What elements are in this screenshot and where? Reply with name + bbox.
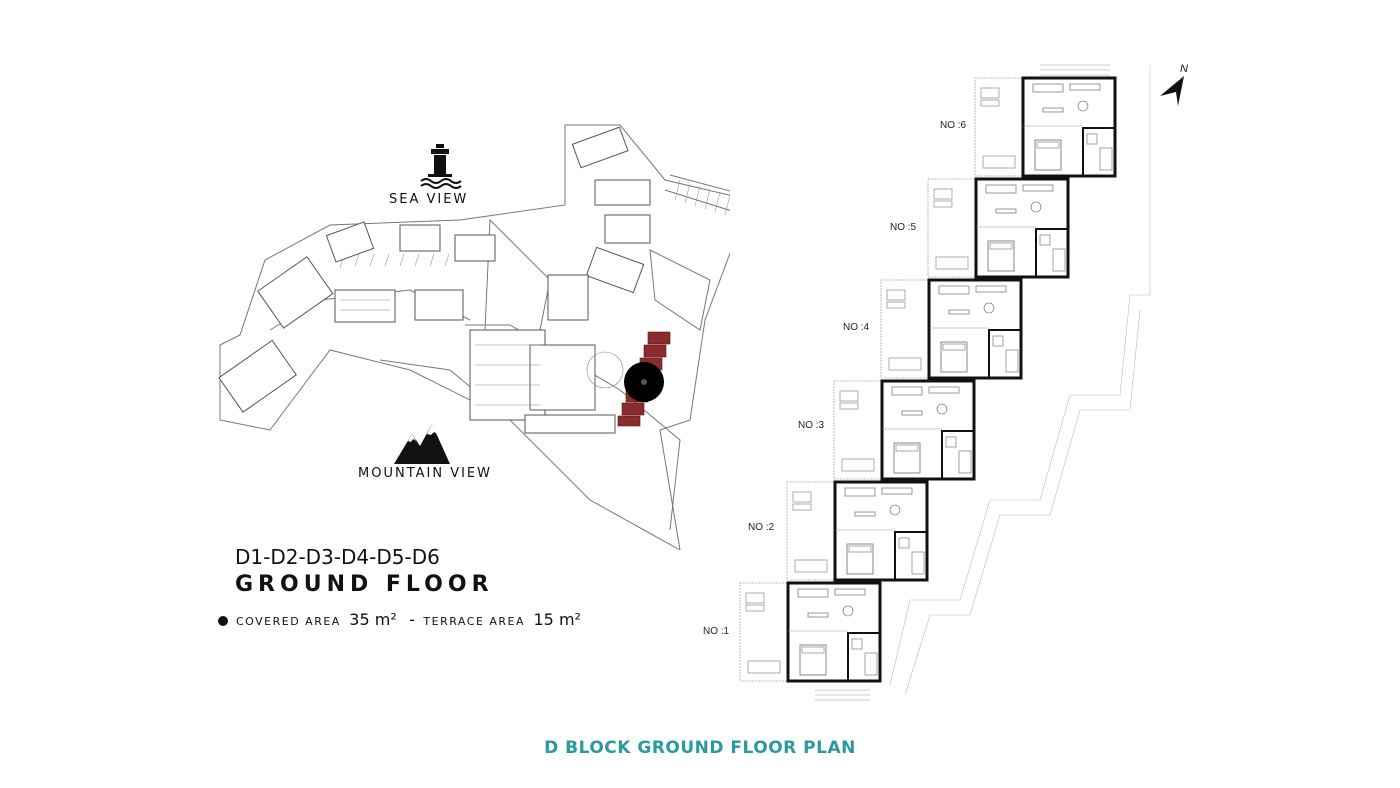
unit-label-3: NO :3 — [798, 420, 825, 431]
mountain-view-label: MOUNTAIN VIEW — [358, 466, 492, 481]
unit-5 — [927, 177, 1070, 279]
covered-area-label: covered area — [236, 615, 341, 628]
plan-title: D BLOCK GROUND FLOOR PLAN — [544, 738, 856, 758]
mountain-icon — [394, 424, 450, 464]
unit-3 — [833, 379, 976, 481]
area-summary: covered area 35 m² - terrace area 15 m² — [218, 610, 585, 629]
unit-label-1: NO :1 — [703, 626, 730, 637]
terrace-area-label: terrace area — [423, 615, 526, 628]
block-floor-plan — [739, 64, 1151, 701]
bullet-icon — [218, 616, 228, 626]
unit-4 — [880, 278, 1023, 380]
unit-label-6: NO :6 — [940, 120, 967, 131]
terrace-area-value: 15 m² — [533, 610, 581, 629]
unit-label-2: NO :2 — [748, 522, 775, 533]
covered-area-value: 35 m² — [349, 610, 397, 629]
unit-1 — [739, 581, 882, 683]
north-arrow-icon: N — [1160, 63, 1188, 106]
unit-label-4: NO :4 — [843, 322, 870, 333]
north-label: N — [1180, 63, 1188, 75]
lighthouse-icon — [420, 144, 462, 189]
unit-6 — [974, 76, 1117, 178]
units-title: D1-D2-D3-D4-D5-D6 — [235, 545, 440, 569]
site-plan — [218, 124, 730, 550]
floor-title: GROUND FLOOR — [235, 572, 494, 597]
unit-2 — [786, 480, 929, 582]
unit-label-5: NO :5 — [890, 222, 917, 233]
separator: - — [409, 610, 415, 629]
sea-view-label: SEA VIEW — [389, 192, 469, 207]
